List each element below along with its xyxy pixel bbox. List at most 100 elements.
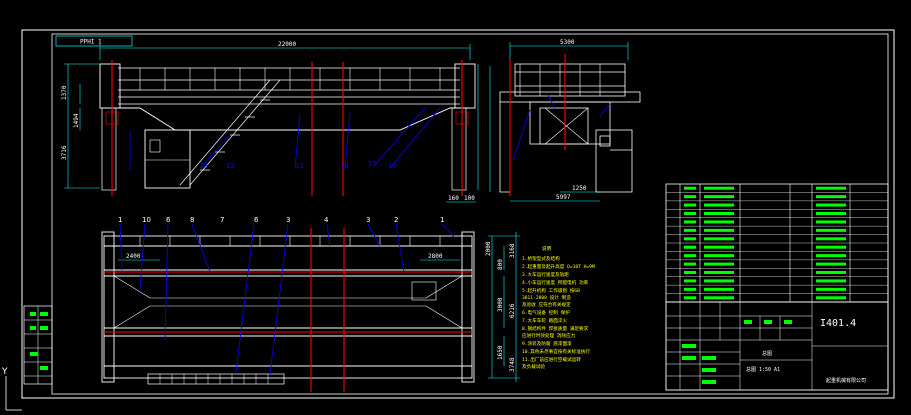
front-callout-16: 16 xyxy=(388,162,397,170)
parts-row-entry xyxy=(816,203,846,207)
note-line-11: 应进行时效处理 消除应力 xyxy=(522,332,576,339)
parts-row-entry xyxy=(704,262,734,266)
right-dim-g: 3748 xyxy=(509,357,516,372)
sheet-frame xyxy=(21,29,895,399)
parts-row-entry xyxy=(684,245,696,249)
note-line-14: 11.出厂前应进行空载试运转 xyxy=(522,356,581,363)
plan-callout-2: 2 xyxy=(394,216,398,224)
note-line-4: 4.小车运行速度 所配电机 功率 xyxy=(522,279,589,286)
parts-row-entry xyxy=(816,220,846,224)
side-small-dimension: 1250 xyxy=(572,185,587,192)
parts-row-entry xyxy=(816,271,846,274)
side-width-dimension: 5300 xyxy=(560,39,575,46)
note-line-12: 9.涂装及防腐 底漆面漆 xyxy=(522,340,572,347)
note-line-2: 2.起重量及起升高度 Q=10T H=9M xyxy=(522,263,595,270)
plan-callout-3b: 3 xyxy=(366,216,370,224)
parts-row-entry xyxy=(684,271,696,274)
parts-row-entry xyxy=(704,212,734,215)
bottom-dim-b: 100 xyxy=(464,195,475,202)
plan-view: 1 10 6 8 7 6 3 4 3 2 1 xyxy=(101,216,520,392)
parts-row-entry xyxy=(704,254,734,258)
parts-row-entry xyxy=(816,195,846,199)
parts-row-entry xyxy=(704,186,734,190)
front-callout-15: 15 xyxy=(368,160,377,168)
parts-row-entry xyxy=(684,212,696,215)
parts-row-entry xyxy=(684,186,696,190)
plan-callout-1b: 1 xyxy=(440,216,444,224)
plan-callout-4: 4 xyxy=(324,216,329,224)
company-name: 起重机械有限公司 xyxy=(826,377,866,384)
notes-title: 说明 xyxy=(542,245,552,252)
front-width-dimension: 22000 xyxy=(278,41,296,48)
parts-row-entry xyxy=(684,228,696,232)
parts-row-entry xyxy=(816,254,846,258)
bottom-dim-a: 160 xyxy=(448,195,459,202)
parts-row-entry xyxy=(704,195,734,199)
note-line-9: 7.大车车轮 踏面淬火 xyxy=(522,317,567,324)
plan-callout-6b: 6 xyxy=(254,216,259,224)
parts-row-entry xyxy=(816,228,846,232)
ucs-axis-icon: Y xyxy=(1,367,22,411)
parts-row-entry xyxy=(704,203,734,207)
revision-strip xyxy=(23,305,53,385)
right-dim-d: 3000 xyxy=(497,297,504,312)
plan-callout-1: 1 xyxy=(118,216,122,224)
note-line-10: 8.钢结构件 焊接质量 满足要求 xyxy=(522,325,589,332)
parts-row-entry xyxy=(816,237,846,241)
drawing-label-text: PPHI 1 xyxy=(80,39,102,46)
trolley-left-dimension: 2400 xyxy=(126,253,141,260)
front-callout-11: 11 xyxy=(200,162,209,170)
parts-row-entry xyxy=(816,296,846,300)
parts-row-entry xyxy=(816,245,846,249)
parts-row-entry xyxy=(684,262,696,266)
plan-callout-8: 8 xyxy=(190,216,194,224)
left-dim-main: 3716 xyxy=(61,145,68,160)
parts-row-entry xyxy=(684,254,696,258)
right-dim-c: 800 xyxy=(497,259,504,270)
plan-callout-10: 10 xyxy=(142,216,151,224)
drawing-number: I401.4 xyxy=(820,318,856,329)
scale-text: 总图 1:50 A1 xyxy=(746,366,780,373)
parts-row-entry xyxy=(704,237,734,241)
parts-row-entry xyxy=(684,279,696,283)
parts-list-table xyxy=(665,183,889,303)
front-callout-12: 12 xyxy=(226,162,235,170)
parts-row-entry xyxy=(684,220,696,224)
side-base-dimension: 5997 xyxy=(556,194,571,201)
note-line-8: 6.电气设备 控制 保护 xyxy=(522,309,570,316)
drawing-label-box: PPHI 1 xyxy=(55,35,133,47)
drawing-name: 总图 xyxy=(762,350,772,357)
note-line-5: 5.起升机构 工作级别 按GB xyxy=(522,287,580,294)
note-line-15: 及负载试验 xyxy=(522,363,545,370)
right-dim-f: 1650 xyxy=(497,345,504,360)
parts-row-entry xyxy=(684,195,696,199)
note-line-6: 3811-2008 设计 制造 xyxy=(522,294,571,301)
parts-row-entry xyxy=(816,262,846,266)
title-block: I401.4 总图 总图 1:50 A1 起重机械有限公司 xyxy=(665,301,889,391)
parts-row-entry xyxy=(816,186,846,190)
parts-row-entry xyxy=(684,287,696,291)
parts-row-entry xyxy=(704,228,734,232)
trolley-right-dimension: 2800 xyxy=(428,253,443,260)
parts-row-entry xyxy=(816,287,846,291)
parts-row-entry xyxy=(704,220,734,224)
parts-row-entry xyxy=(684,203,696,207)
right-dim-e: 6216 xyxy=(509,303,516,318)
parts-row-entry xyxy=(704,296,734,300)
note-line-1: 1.桥架型式及结构 xyxy=(522,255,560,262)
right-dim-b: 3168 xyxy=(509,243,516,258)
technical-notes: 说明 1.桥架型式及结构 2.起重量及起升高度 Q=10T H=9M 3.大车运… xyxy=(522,245,595,370)
parts-row-entry xyxy=(704,287,734,291)
ucs-y-label: Y xyxy=(1,367,8,377)
parts-row-entry xyxy=(684,237,696,241)
parts-row-entry xyxy=(704,245,734,249)
parts-row-entry xyxy=(816,212,846,215)
front-callout-13: 13 xyxy=(295,162,304,170)
parts-row-entry xyxy=(704,271,734,274)
left-dim-top: 1370 xyxy=(61,85,68,100)
front-callout-14: 14 xyxy=(340,162,349,170)
plan-callout-3a: 3 xyxy=(286,216,290,224)
plan-callout-6a: 6 xyxy=(166,216,171,224)
note-line-13: 10.其他未尽事宜按有关标准执行 xyxy=(522,348,590,355)
